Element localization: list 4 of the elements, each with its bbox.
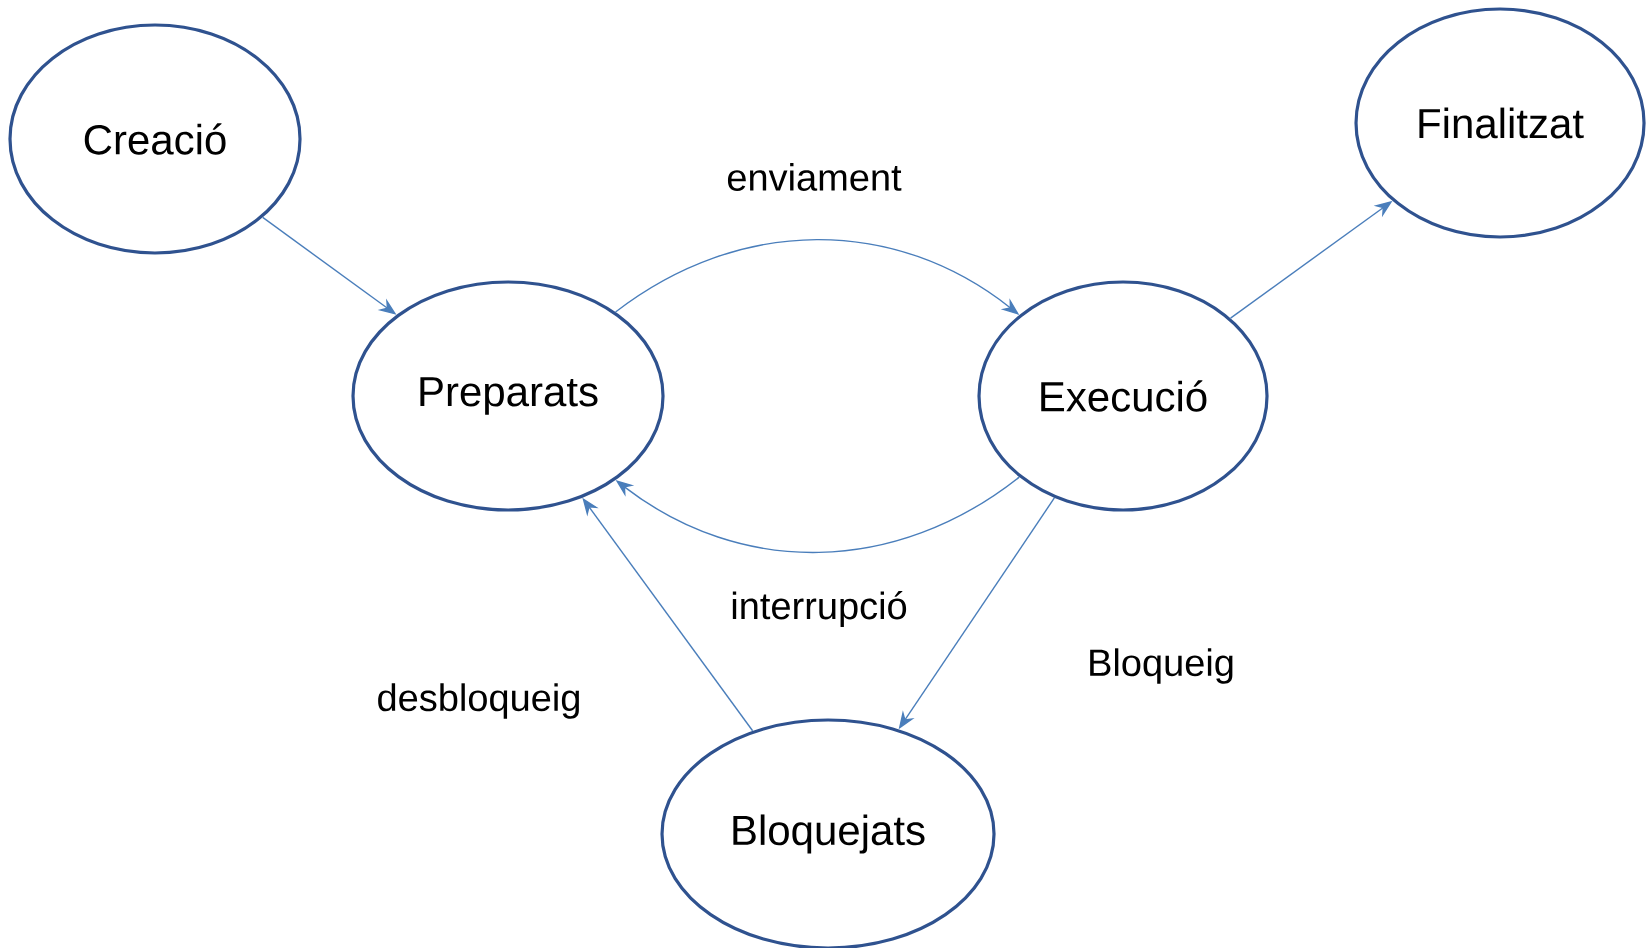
- edge-label: desbloqueig: [374, 681, 584, 721]
- edge-label: enviament: [724, 161, 904, 193]
- edge-label: interrupció: [728, 589, 910, 629]
- edge-label: Bloqueig: [1085, 646, 1237, 686]
